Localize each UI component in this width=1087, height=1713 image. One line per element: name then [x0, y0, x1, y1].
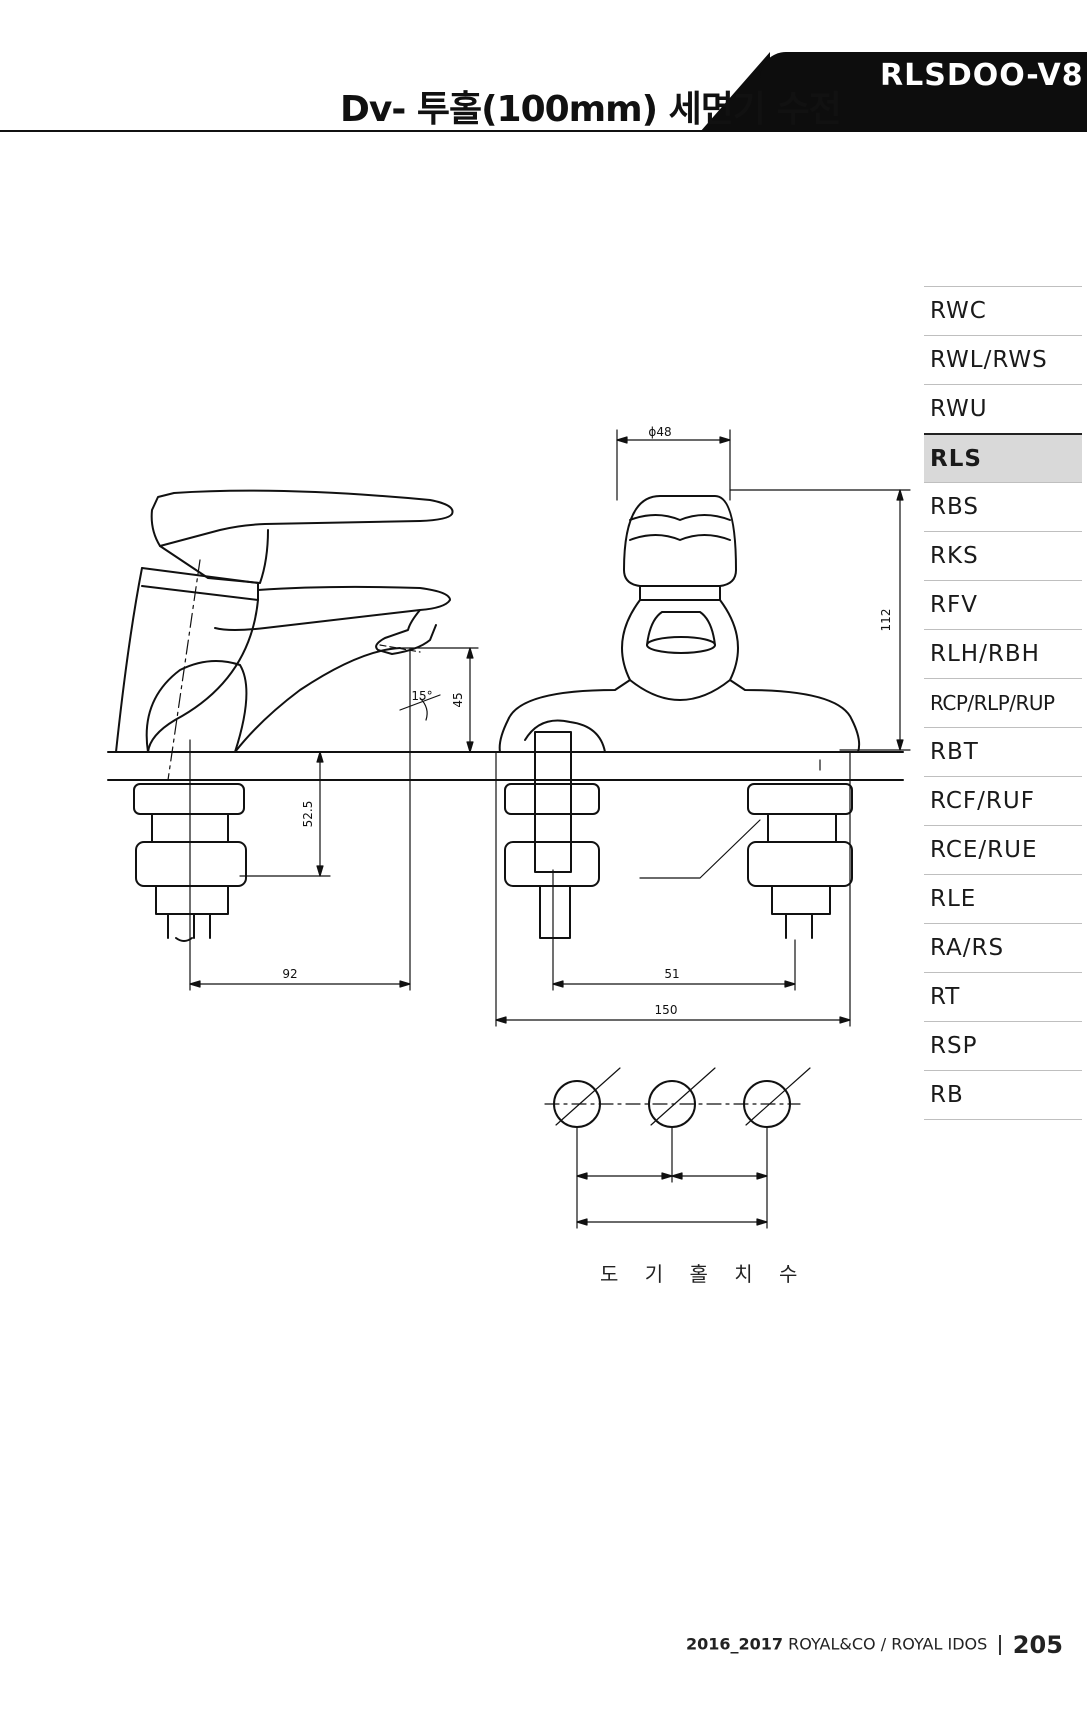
side-nav-item-rlh-rbh[interactable]: RLH/RBH: [924, 629, 1082, 678]
dim-angle: 15°: [411, 689, 432, 703]
dim-spout-height: 45: [451, 692, 465, 707]
side-nav-item-rsp[interactable]: RSP: [924, 1021, 1082, 1070]
side-nav-item-rwu[interactable]: RWU: [924, 384, 1082, 433]
side-nav-item-ra-rs[interactable]: RA/RS: [924, 923, 1082, 972]
footer-brand: ROYAL&CO / ROYAL IDOS: [788, 1634, 988, 1654]
side-nav-item-rwc[interactable]: RWC: [924, 286, 1082, 335]
side-nav-item-rt[interactable]: RT: [924, 972, 1082, 1021]
dim-reach: 92: [282, 967, 297, 981]
dim-shank: 52.5: [301, 801, 315, 828]
side-nav-end-rule: [924, 1119, 1082, 1120]
side-nav-item-rbs[interactable]: RBS: [924, 482, 1082, 531]
side-nav-item-rcf-ruf[interactable]: RCF/RUF: [924, 776, 1082, 825]
side-nav-item-rce-rue[interactable]: RCE/RUE: [924, 825, 1082, 874]
header-rule: [0, 130, 800, 132]
page-footer: 2016_2017 ROYAL&CO / ROYAL IDOS 205: [686, 1631, 1063, 1659]
page-title: Dv- 투홀(100mm) 세면기 수전: [340, 89, 842, 130]
dim-hole-spacing: 51: [664, 967, 679, 981]
side-nav-item-rbt[interactable]: RBT: [924, 727, 1082, 776]
dim-diameter: ϕ48: [648, 425, 671, 439]
side-nav-item-rb[interactable]: RB: [924, 1070, 1082, 1119]
side-nav-item-rcp-rlp-rup[interactable]: RCP/RLP/RUP: [924, 678, 1082, 727]
hole-dimensions-caption: 도 기 홀 치 수: [600, 1262, 808, 1286]
footer-years: 2016_2017: [686, 1634, 784, 1654]
side-nav-item-rls[interactable]: RLS: [924, 433, 1082, 482]
header-tab-slant: [700, 52, 770, 132]
dim-height: 112: [879, 609, 893, 632]
footer-divider: [999, 1635, 1001, 1655]
header-tab: [760, 52, 1087, 132]
side-nav-item-rle[interactable]: RLE: [924, 874, 1082, 923]
side-nav-item-rks[interactable]: RKS: [924, 531, 1082, 580]
page-number: 205: [1012, 1631, 1063, 1659]
side-nav-item-rfv[interactable]: RFV: [924, 580, 1082, 629]
dim-overall-width: 150: [655, 1003, 678, 1017]
side-nav-item-rwl-rws[interactable]: RWL/RWS: [924, 335, 1082, 384]
product-code: RLSDOO-V8: [880, 58, 1084, 93]
